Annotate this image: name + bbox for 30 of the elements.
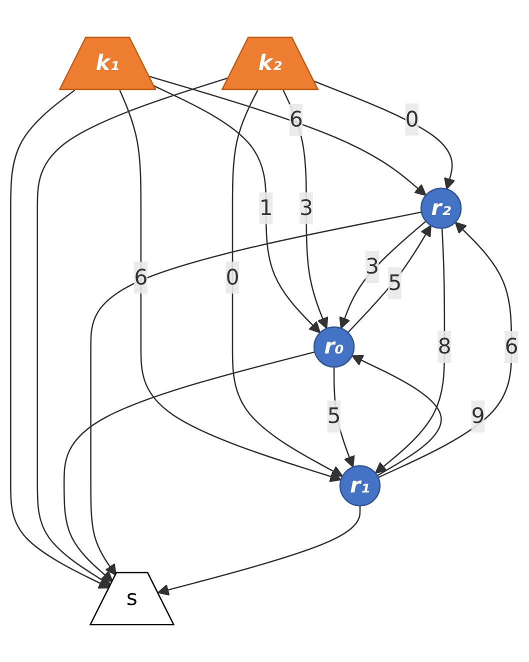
- arrow: [339, 220, 426, 329]
- arrow: [347, 224, 432, 334]
- node-circle: r₂: [420, 188, 462, 229]
- arrow: [154, 85, 321, 334]
- arrow: [232, 90, 343, 477]
- edge-label: 8: [438, 334, 452, 360]
- edge-label: 1: [259, 194, 273, 220]
- arrow: [374, 228, 446, 474]
- arrow: [90, 212, 422, 576]
- edge-label: 6: [504, 334, 518, 360]
- edge-label: 5: [327, 403, 341, 428]
- node-circle: r₀: [313, 326, 355, 368]
- arrow: [157, 506, 361, 596]
- edge-label: 6: [134, 264, 148, 290]
- arrow: [10, 90, 110, 589]
- edge-label: 5: [388, 270, 402, 296]
- arrow: [36, 76, 230, 586]
- arrow: [314, 80, 456, 190]
- arrow: [63, 351, 315, 582]
- edge-label: 3: [366, 254, 380, 280]
- edge-label: 0: [405, 106, 419, 132]
- edge-label: 0: [226, 264, 240, 290]
- node-circle: r₁: [339, 465, 381, 506]
- edge-label: 6: [289, 106, 303, 132]
- edge-label: 3: [300, 194, 314, 220]
- arrow: [149, 76, 426, 196]
- arrow: [378, 222, 512, 478]
- arrow: [119, 90, 342, 482]
- arrow: [352, 355, 442, 476]
- edge-label: 9: [471, 403, 485, 428]
